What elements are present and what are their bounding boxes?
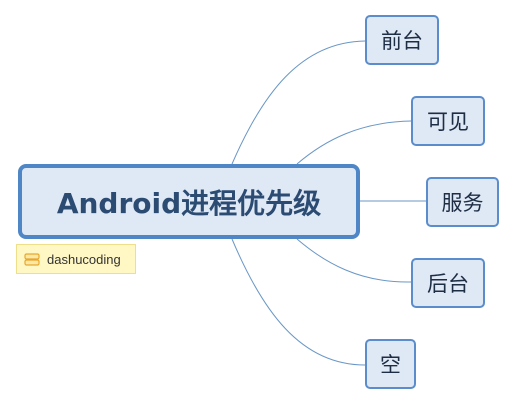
- connector-background: [296, 238, 412, 283]
- child-node-label: 后台: [427, 272, 469, 296]
- child-node-empty[interactable]: 空: [365, 339, 416, 389]
- note-text: dashucoding: [47, 251, 121, 267]
- child-node-visible[interactable]: 可见: [411, 96, 485, 146]
- child-node-label: 可见: [427, 110, 469, 134]
- child-node-label: 空: [380, 353, 401, 377]
- connector-visible: [296, 120, 412, 165]
- child-node-foreground[interactable]: 前台: [365, 15, 439, 65]
- connector-empty: [231, 238, 366, 366]
- root-node[interactable]: Android进程优先级: [18, 164, 360, 239]
- child-node-label: 前台: [381, 29, 423, 53]
- child-node-label: 服务: [441, 191, 484, 215]
- root-node-label: Android进程优先级: [56, 186, 322, 220]
- child-node-service[interactable]: 服务: [426, 177, 499, 227]
- notes-icon: [24, 252, 40, 266]
- connector-foreground: [231, 40, 366, 165]
- note-label[interactable]: dashucoding: [16, 244, 136, 274]
- child-node-background[interactable]: 后台: [411, 258, 485, 308]
